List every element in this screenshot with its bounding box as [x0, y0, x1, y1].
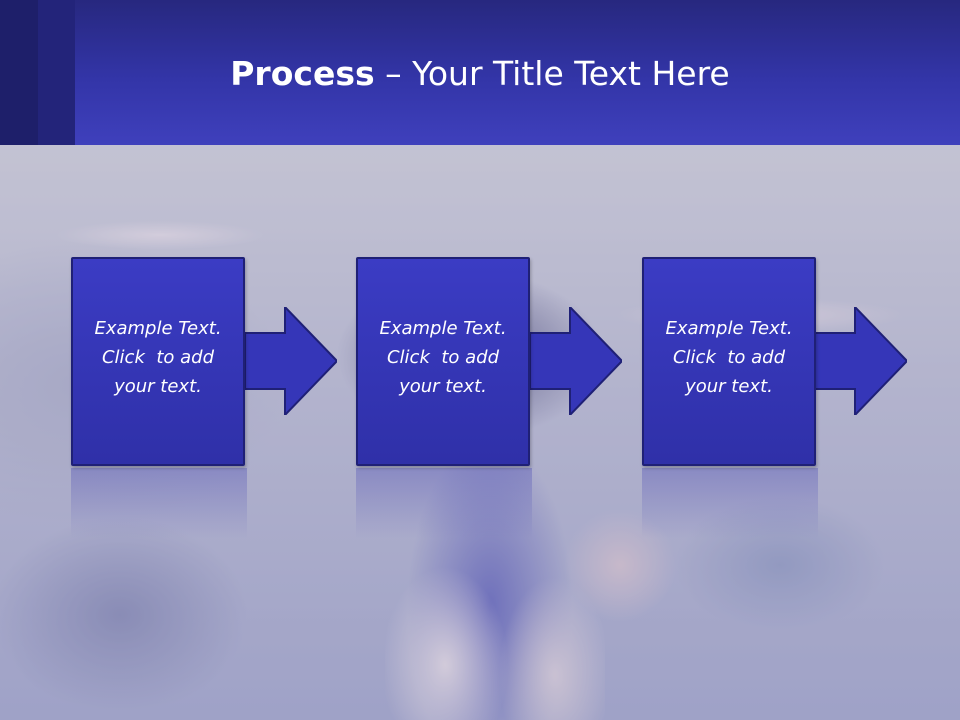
process-step-1[interactable]: Example Text. Click to add your text.: [71, 257, 245, 466]
step-reflection: [356, 468, 532, 538]
header-band: Process – Your Title Text Here: [0, 0, 960, 145]
step-text-line: Example Text.: [379, 318, 507, 339]
title-bold: Process: [230, 54, 375, 93]
step-text-line: Click to add: [672, 347, 785, 368]
arrow-right-icon: [815, 307, 907, 415]
step-text-line: Click to add: [101, 347, 214, 368]
step-text-line: Example Text.: [665, 318, 793, 339]
background-arm-left: [40, 205, 300, 265]
process-step-2[interactable]: Example Text. Click to add your text.: [356, 257, 530, 466]
step-box[interactable]: Example Text. Click to add your text.: [642, 257, 816, 466]
step-reflection: [71, 468, 247, 538]
title-rest: – Your Title Text Here: [374, 54, 730, 93]
step-text-line: your text.: [399, 376, 487, 397]
background-figure: [385, 525, 605, 720]
step-text-line: your text.: [685, 376, 773, 397]
process-step-3[interactable]: Example Text. Click to add your text.: [642, 257, 816, 466]
step-box[interactable]: Example Text. Click to add your text.: [356, 257, 530, 466]
arrow-right-icon: [530, 307, 622, 415]
slide-title[interactable]: Process – Your Title Text Here: [0, 52, 960, 96]
step-text-line: Example Text.: [94, 318, 222, 339]
header-corner-block: [0, 0, 38, 145]
step-text[interactable]: Example Text. Click to add your text.: [644, 314, 814, 401]
step-text[interactable]: Example Text. Click to add your text.: [73, 314, 243, 401]
step-text[interactable]: Example Text. Click to add your text.: [358, 314, 528, 401]
step-text-line: Click to add: [386, 347, 499, 368]
step-reflection: [642, 468, 818, 538]
step-box[interactable]: Example Text. Click to add your text.: [71, 257, 245, 466]
header-corner-block-2: [38, 0, 75, 145]
arrow-right-icon: [245, 307, 337, 415]
step-text-line: your text.: [114, 376, 202, 397]
